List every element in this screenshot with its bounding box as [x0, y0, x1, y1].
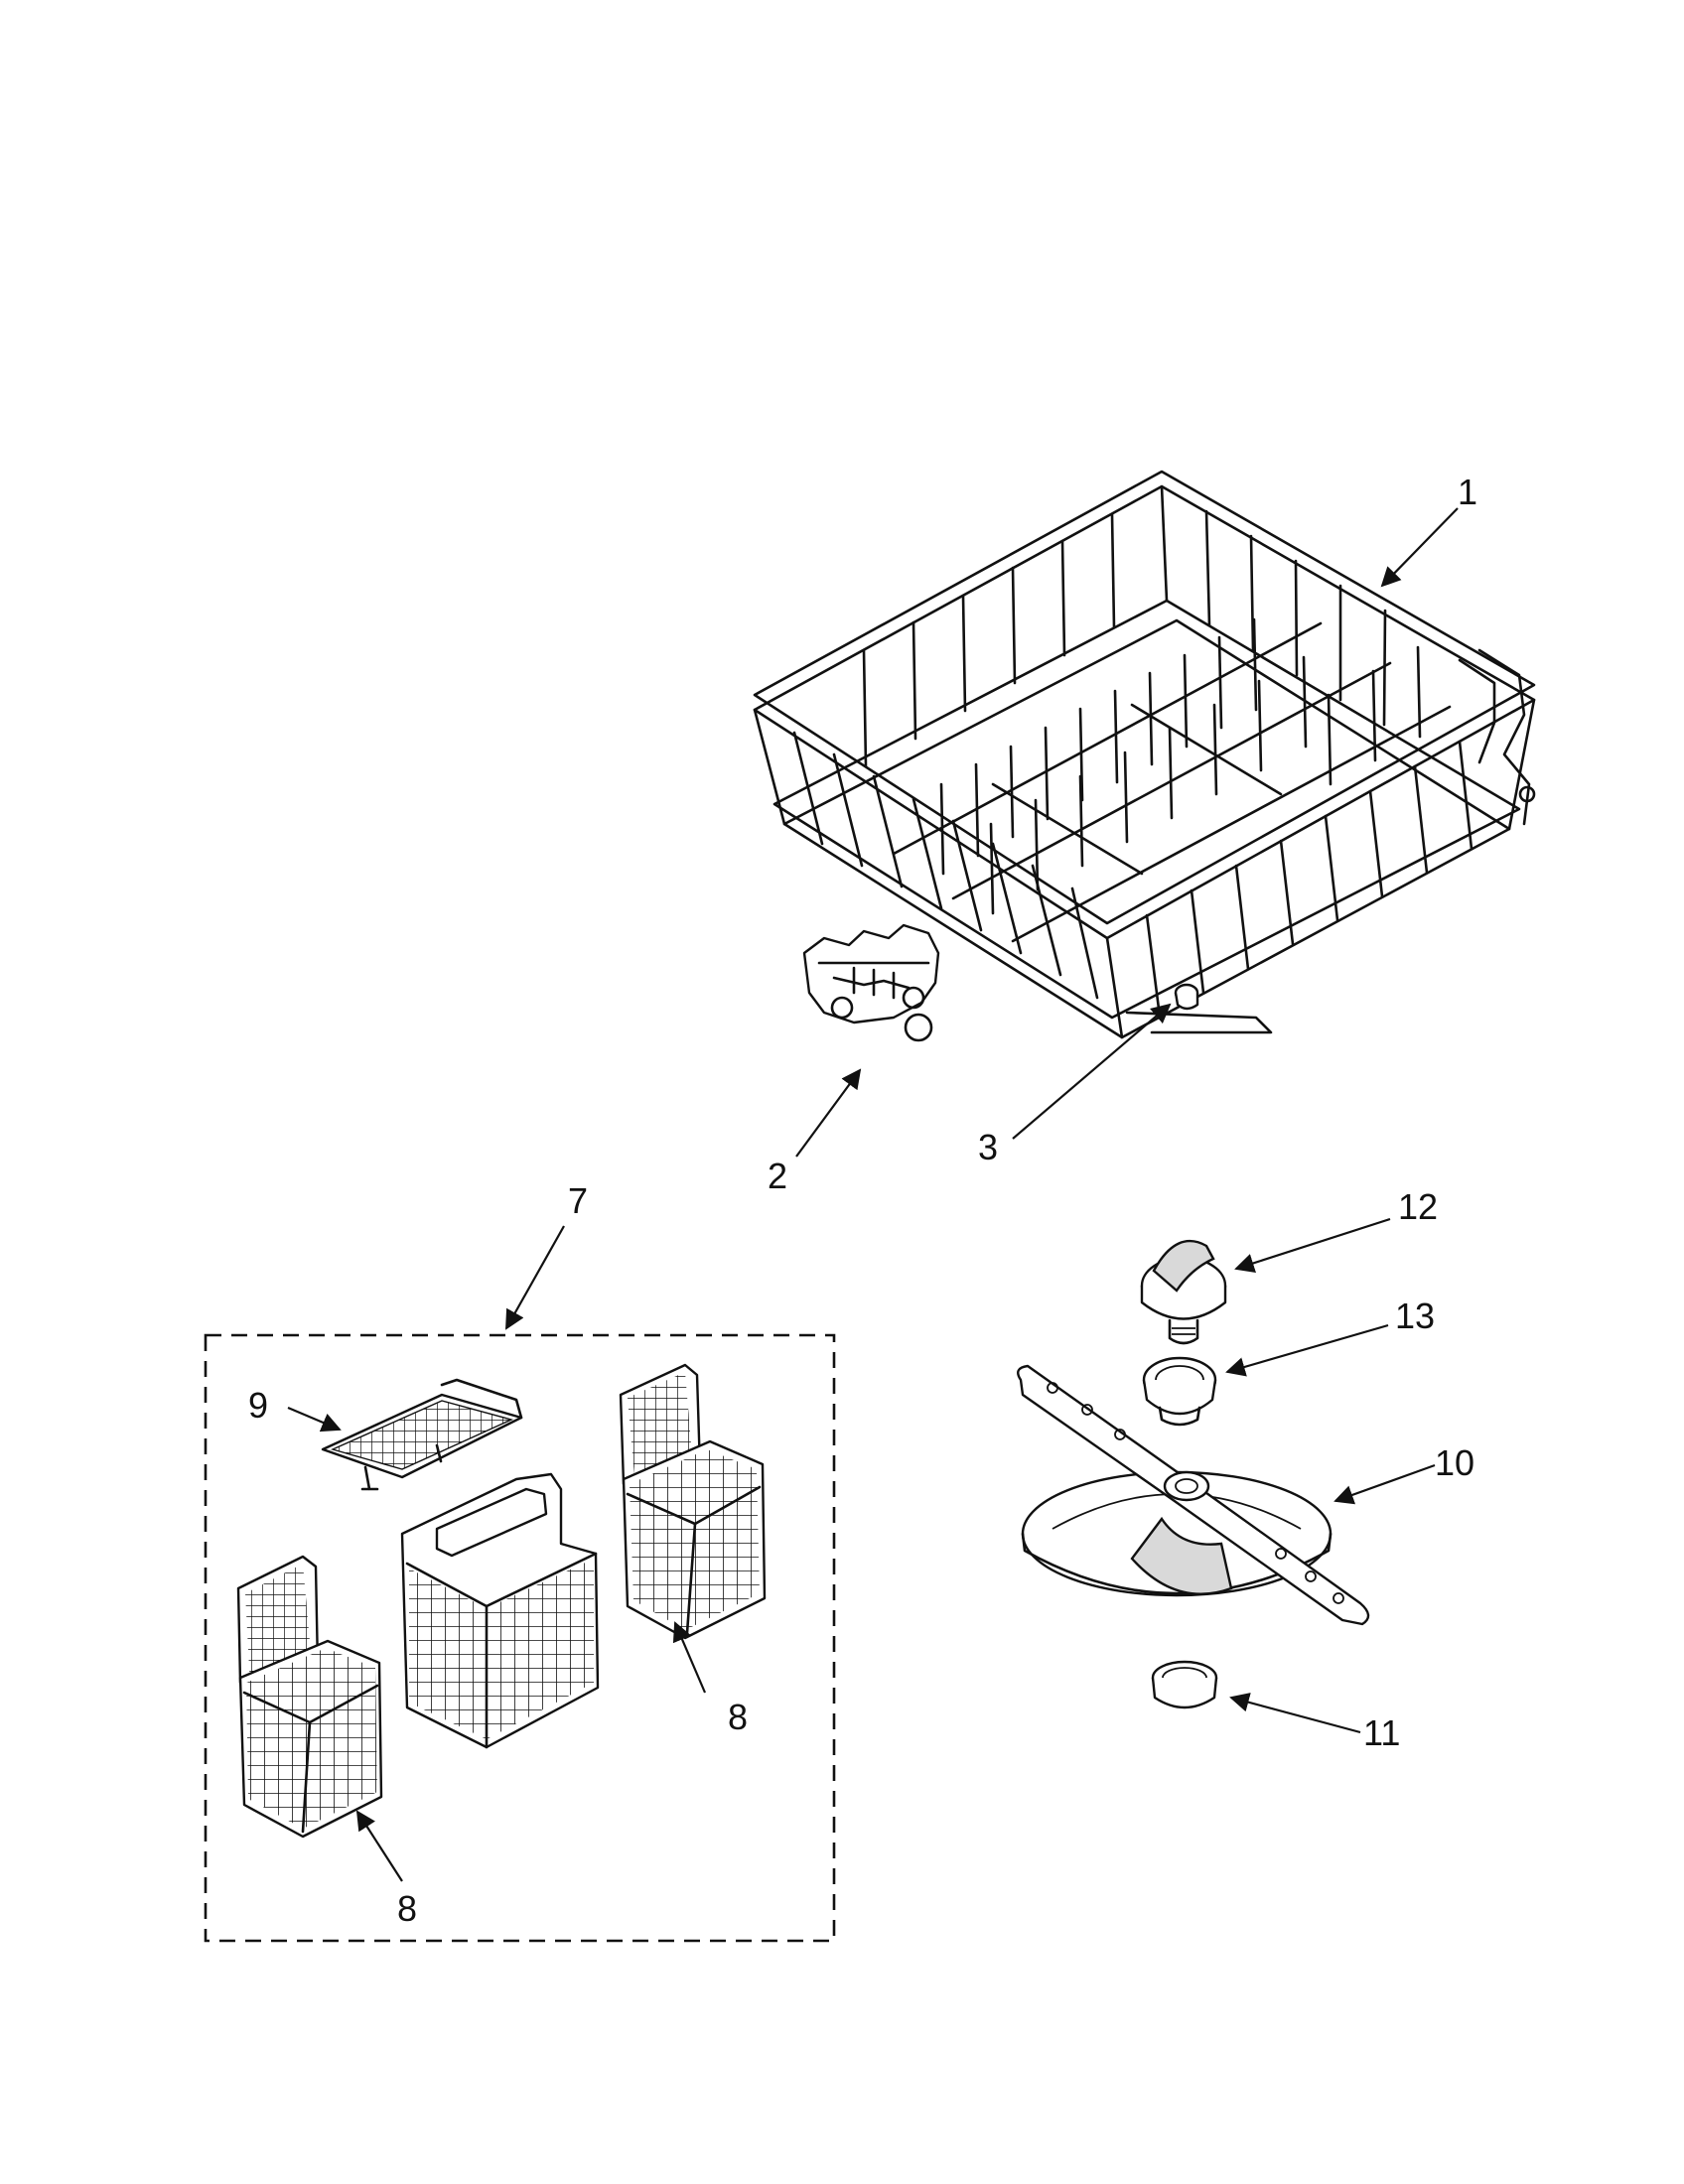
- callout-3: 3: [978, 1127, 998, 1167]
- wheel-cap: [1174, 983, 1199, 1011]
- leader-7: [505, 1225, 565, 1330]
- callout-10: 10: [1435, 1442, 1474, 1483]
- callout-12: 12: [1398, 1186, 1438, 1227]
- callout-7: 7: [568, 1180, 588, 1221]
- leader-9: [287, 1406, 342, 1433]
- dish-rack: [753, 470, 1536, 1039]
- basket-cover: [321, 1378, 523, 1491]
- callout-11: 11: [1363, 1712, 1400, 1753]
- leader-8a: [672, 1621, 707, 1694]
- basket-right: [619, 1363, 767, 1640]
- callout-9: 9: [248, 1385, 268, 1426]
- callout-8-right: 8: [728, 1697, 748, 1737]
- basket-kit-outline: [204, 1333, 836, 1943]
- leader-10: [1333, 1463, 1436, 1505]
- callout-1: 1: [1458, 472, 1477, 512]
- leader-3: [1012, 1003, 1172, 1140]
- leader-8b: [355, 1810, 403, 1882]
- basket-left: [236, 1555, 383, 1839]
- lower-spray-arm: [1017, 1364, 1370, 1626]
- spray-arm-nut: [1140, 1240, 1227, 1345]
- bearing-ring: [1142, 1356, 1217, 1427]
- seal-ring: [1151, 1660, 1218, 1709]
- basket-middle: [400, 1472, 600, 1749]
- callout-13: 13: [1395, 1296, 1435, 1336]
- leader-13: [1225, 1323, 1389, 1377]
- leader-1: [1380, 507, 1459, 588]
- leader-11: [1229, 1693, 1361, 1734]
- callouts: 1 2 3 7 8 8 9 10 11 12 13: [248, 472, 1477, 1929]
- leader-2: [795, 1068, 862, 1158]
- leader-12: [1234, 1217, 1391, 1273]
- callout-8-left: 8: [397, 1888, 417, 1929]
- rack-roller-clip: [802, 923, 940, 1042]
- leader-lines: [287, 507, 1459, 1882]
- callout-2: 2: [768, 1156, 787, 1196]
